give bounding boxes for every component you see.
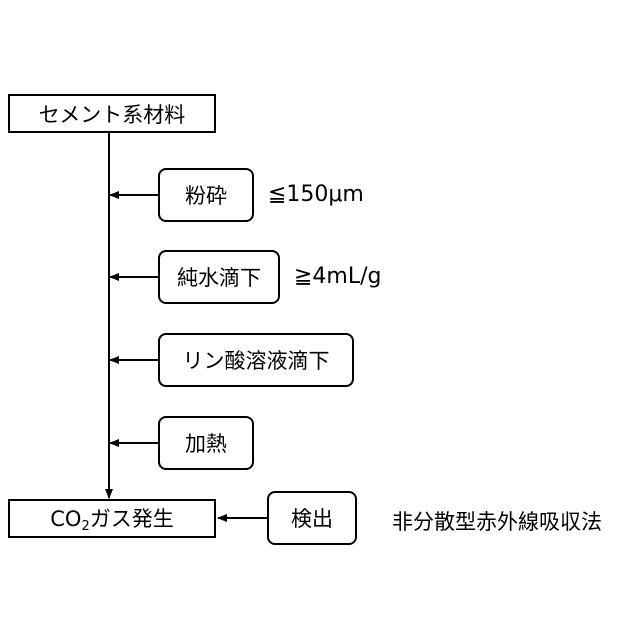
detection-label: 検出 <box>291 503 333 533</box>
detection-box: 検出 <box>267 491 357 545</box>
step-grinding-condition: ≦150μm <box>268 182 364 207</box>
step-grinding-box: 粉砕 <box>158 168 254 222</box>
step-water-box: 純水滴下 <box>158 250 280 304</box>
source-material-box: セメント系材料 <box>8 94 216 133</box>
step-water-label: 純水滴下 <box>177 262 261 292</box>
source-material-label: セメント系材料 <box>39 99 186 129</box>
co2-generation-box: CO2ガス発生 <box>8 499 216 538</box>
step-water-condition: ≧4mL/g <box>294 264 382 289</box>
co2-generation-label: CO2ガス発生 <box>50 503 173 534</box>
step-heating-label: 加熱 <box>185 428 227 458</box>
step-phosphoric-label: リン酸溶液滴下 <box>183 345 330 375</box>
step-heating-box: 加熱 <box>158 416 254 470</box>
step-grinding-label: 粉砕 <box>185 180 227 210</box>
detection-method: 非分散型赤外線吸収法 <box>392 506 602 536</box>
step-phosphoric-box: リン酸溶液滴下 <box>158 333 354 387</box>
